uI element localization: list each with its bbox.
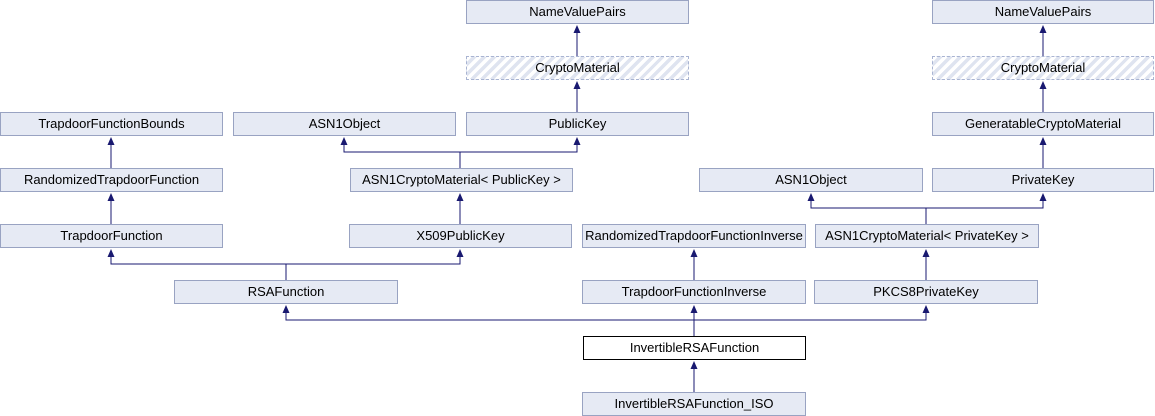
node-invertiblersafunction-iso[interactable]: InvertibleRSAFunction_ISO: [582, 392, 806, 416]
node-privatekey[interactable]: PrivateKey: [932, 168, 1154, 192]
node-asn1object-1[interactable]: ASN1Object: [233, 112, 456, 136]
node-randomizedtrapdoorfunction[interactable]: RandomizedTrapdoorFunction: [0, 168, 223, 192]
node-invertiblersafunction: InvertibleRSAFunction: [583, 336, 806, 360]
node-trapdoorfunctioninverse[interactable]: TrapdoorFunctionInverse: [582, 280, 806, 304]
node-asn1object-2[interactable]: ASN1Object: [699, 168, 923, 192]
node-rsafunction[interactable]: RSAFunction: [174, 280, 398, 304]
node-randomizedtrapdoorfunctioninverse[interactable]: RandomizedTrapdoorFunctionInverse: [582, 224, 806, 248]
node-namevaluepairs-2[interactable]: NameValuePairs: [932, 0, 1154, 24]
node-publickey[interactable]: PublicKey: [466, 112, 689, 136]
node-cryptomaterial-1[interactable]: CryptoMaterial: [466, 56, 689, 80]
node-asn1cryptomaterial-privatekey[interactable]: ASN1CryptoMaterial< PrivateKey >: [815, 224, 1039, 248]
node-trapdoorfunction[interactable]: TrapdoorFunction: [0, 224, 223, 248]
node-namevaluepairs-1[interactable]: NameValuePairs: [466, 0, 689, 24]
node-trapdoorfunctionbounds[interactable]: TrapdoorFunctionBounds: [0, 112, 223, 136]
edge-lines: [110, 33, 1044, 392]
node-cryptomaterial-2[interactable]: CryptoMaterial: [932, 56, 1154, 80]
node-x509publickey[interactable]: X509PublicKey: [349, 224, 572, 248]
node-asn1cryptomaterial-publickey[interactable]: ASN1CryptoMaterial< PublicKey >: [350, 168, 573, 192]
node-pkcs8privatekey[interactable]: PKCS8PrivateKey: [814, 280, 1038, 304]
node-generatablecryptomaterial[interactable]: GeneratableCryptoMaterial: [932, 112, 1154, 136]
